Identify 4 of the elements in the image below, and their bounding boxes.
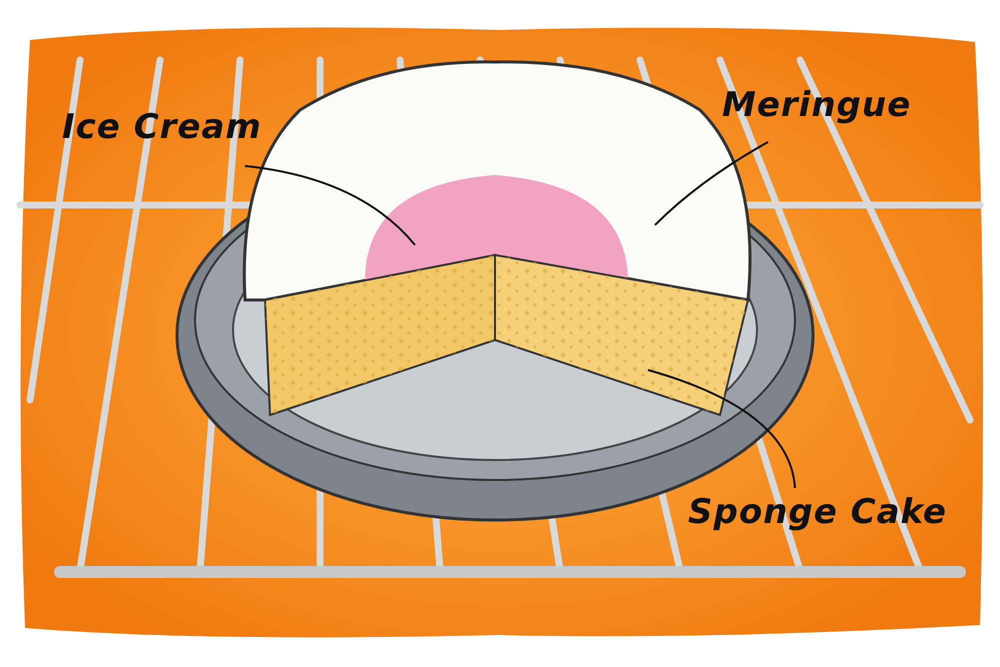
leader-line — [654, 141, 768, 226]
leader-line — [244, 165, 416, 246]
leader-line — [648, 369, 796, 488]
ice-cream-layer — [365, 175, 628, 281]
